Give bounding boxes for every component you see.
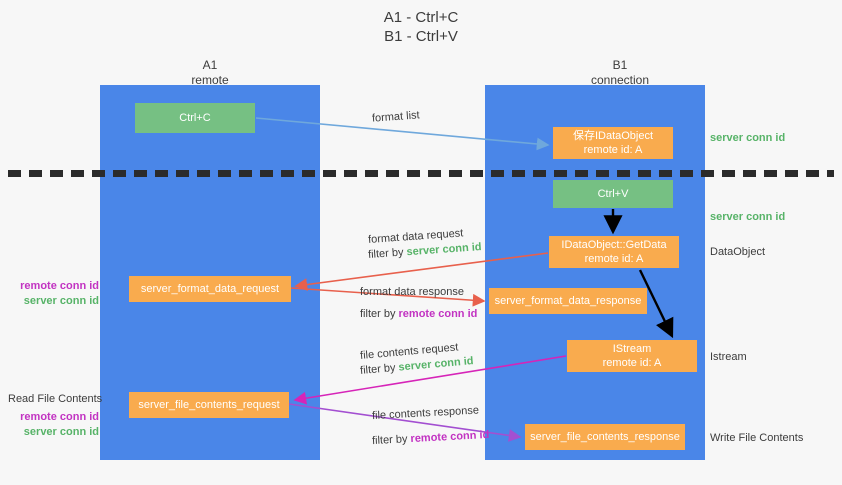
- node-ctrl-v-label: Ctrl+V: [597, 188, 629, 200]
- edge-label-file-contents-response: file contents response filter by remote …: [371, 404, 490, 449]
- node-format-data-response-label: server_format_data_response: [494, 295, 642, 307]
- edge-label-format-data-response-text: format data response: [360, 286, 464, 298]
- note-server-conn-id-top: server conn id: [710, 132, 786, 144]
- filter-key-server-conn-id: server conn id: [406, 241, 482, 259]
- node-idataobject-line1: 保存IDataObject: [572, 130, 654, 142]
- filter-prefix: filter by: [359, 361, 400, 377]
- note-remote-conn-id-2: remote conn id: [20, 411, 99, 423]
- note-server-conn-id-1: server conn id: [23, 295, 99, 307]
- node-istream[interactable]: IStream remote id: A: [567, 340, 697, 372]
- edge-label-format-list-text: format list: [371, 109, 421, 125]
- node-istream-line2: remote id: A: [602, 357, 662, 369]
- column-b1-role: connection: [590, 73, 650, 87]
- node-server-file-contents-response[interactable]: server_file_contents_response: [525, 424, 685, 450]
- node-getdata-line2: remote id: A: [584, 253, 644, 265]
- title-line-2: B1 - Ctrl+V: [384, 28, 458, 45]
- note-write-file-contents: Write File Contents: [710, 432, 804, 444]
- phase-divider: [8, 170, 834, 177]
- node-istream-line1: IStream: [612, 343, 652, 355]
- page-title: A1 - Ctrl+C B1 - Ctrl+V: [0, 8, 842, 46]
- note-istream: Istream: [710, 351, 747, 363]
- column-b1-name: B1: [612, 58, 628, 72]
- note-remote-conn-id-1: remote conn id: [20, 280, 99, 292]
- edge-label-file-contents-response-filter: filter by remote conn id: [372, 428, 490, 449]
- note-left-conn-ids-bottom: remote conn id server conn id: [9, 410, 99, 440]
- node-server-format-data-request[interactable]: server_format_data_request: [129, 276, 291, 302]
- note-left-conn-ids-top: remote conn id server conn id: [9, 279, 99, 309]
- node-ctrl-c[interactable]: Ctrl+C: [135, 103, 255, 133]
- edge-label-format-data-response-filter: filter by remote conn id: [360, 307, 477, 322]
- edge-label-file-contents-response-text: file contents response: [371, 404, 480, 423]
- node-idataobject-getdata[interactable]: IDataObject::GetData remote id: A: [549, 236, 679, 268]
- node-getdata-line1: IDataObject::GetData: [561, 239, 667, 251]
- filter-key-remote-conn-id: remote conn id: [410, 428, 490, 446]
- edge-label-format-list: format list: [372, 108, 421, 126]
- title-line-1: A1 - Ctrl+C: [383, 9, 459, 26]
- note-dataobject: DataObject: [710, 246, 766, 258]
- node-format-data-request-label: server_format_data_request: [140, 283, 280, 295]
- note-server-conn-id-2: server conn id: [23, 426, 99, 438]
- filter-prefix: filter by: [360, 308, 399, 320]
- column-a1-name: A1: [202, 58, 218, 72]
- filter-prefix: filter by: [371, 433, 411, 448]
- note-server-conn-id-mid: server conn id: [710, 211, 786, 223]
- node-server-format-data-response[interactable]: server_format_data_response: [489, 288, 647, 314]
- filter-prefix: filter by: [367, 246, 407, 261]
- column-header-a1: A1 remote: [130, 58, 290, 88]
- node-file-contents-request-label: server_file_contents_request: [138, 399, 280, 411]
- column-header-b1: B1 connection: [540, 58, 700, 88]
- node-idataobject[interactable]: 保存IDataObject remote id: A: [553, 127, 673, 159]
- node-ctrl-v[interactable]: Ctrl+V: [553, 180, 673, 208]
- edge-label-format-data-response: format data response filter by remote co…: [360, 285, 477, 322]
- edge-label-format-data-request: format data request filter by server con…: [367, 227, 482, 261]
- node-server-file-contents-request[interactable]: server_file_contents_request: [129, 392, 289, 418]
- node-file-contents-response-label: server_file_contents_response: [530, 431, 680, 443]
- column-a1-role: remote: [191, 73, 229, 87]
- edge-label-file-contents-request: file contents request filter by server c…: [359, 341, 474, 377]
- node-ctrl-c-label: Ctrl+C: [179, 112, 211, 124]
- filter-key-remote-conn-id: remote conn id: [398, 308, 478, 320]
- note-read-file-contents: Read File Contents: [8, 393, 103, 405]
- node-idataobject-line2: remote id: A: [583, 144, 643, 156]
